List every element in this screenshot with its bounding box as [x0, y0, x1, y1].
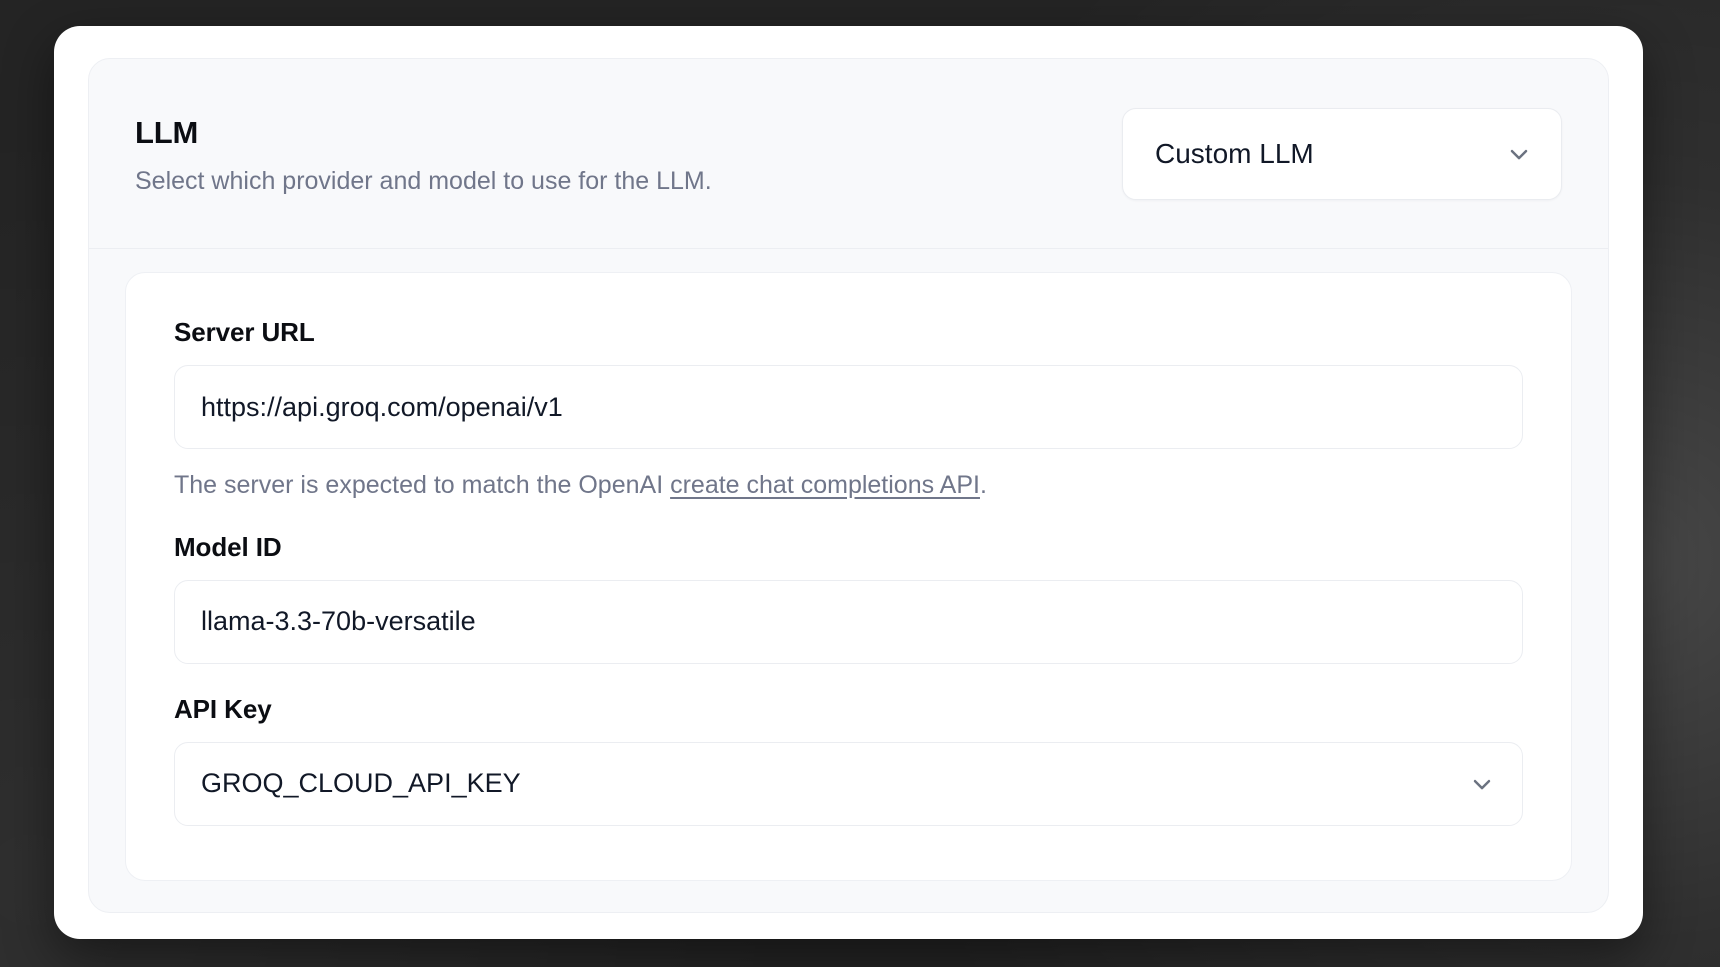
model-id-label: Model ID	[174, 531, 282, 562]
server-url-label: Server URL	[174, 317, 315, 347]
server-url-helper-text: The server is expected to match the Open…	[174, 469, 1523, 502]
create-chat-completions-api-link[interactable]: create chat completions API	[670, 471, 980, 499]
llm-provider-select-value: Custom LLM	[1155, 137, 1314, 169]
model-id-field-group: Model ID llama-3.3-70b-versatile	[174, 532, 1523, 664]
model-id-input[interactable]: llama-3.3-70b-versatile	[174, 579, 1523, 664]
api-key-value: GROQ_CLOUD_API_KEY	[201, 768, 521, 798]
server-url-field-group: Server URL https://api.groq.com/openai/v…	[174, 317, 1523, 502]
api-key-field-group: API Key GROQ_CLOUD_API_KEY	[174, 694, 1523, 826]
panel-subtitle: Select which provider and model to use f…	[135, 166, 712, 195]
chevron-down-icon	[1473, 779, 1491, 789]
custom-llm-form: Server URL https://api.groq.com/openai/v…	[125, 272, 1572, 881]
page-title: LLM	[135, 114, 199, 150]
api-key-label: API Key	[174, 693, 272, 724]
server-url-value: https://api.groq.com/openai/v1	[201, 391, 563, 422]
api-key-select[interactable]: GROQ_CLOUD_API_KEY	[174, 741, 1523, 826]
llm-header-text: LLM Select which provider and model to u…	[135, 110, 712, 197]
server-url-input[interactable]: https://api.groq.com/openai/v1	[174, 365, 1523, 449]
helper-text-suffix: .	[979, 471, 987, 499]
llm-provider-select[interactable]: Custom LLM	[1122, 107, 1562, 200]
model-id-value: llama-3.3-70b-versatile	[201, 606, 476, 636]
llm-panel-header: LLM Select which provider and model to u…	[89, 59, 1608, 249]
settings-card: LLM Select which provider and model to u…	[54, 26, 1643, 939]
chevron-down-icon	[1510, 149, 1528, 159]
llm-settings-panel: LLM Select which provider and model to u…	[88, 58, 1609, 913]
helper-text-prefix: The server is expected to match the Open…	[174, 471, 671, 499]
